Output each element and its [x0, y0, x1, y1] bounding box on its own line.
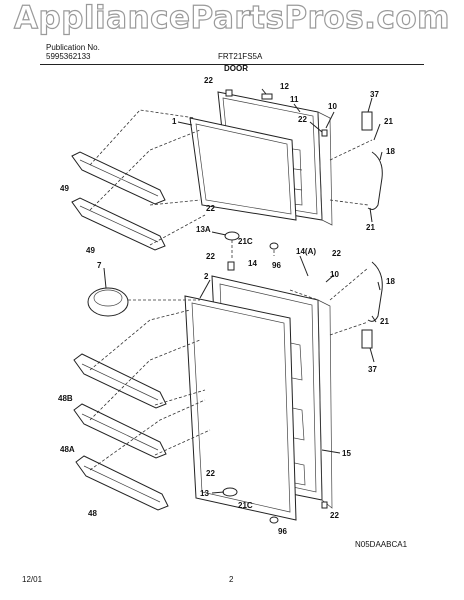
callout-48b: 48B [58, 394, 73, 403]
leader-lines [103, 88, 383, 494]
callout-11: 11 [290, 95, 299, 104]
callout-22-b: 22 [298, 115, 307, 124]
assembly-lines [89, 109, 373, 471]
callout-22-e: 22 [206, 252, 215, 261]
washer-96-upper [269, 242, 279, 250]
washer-96-lower [269, 516, 279, 524]
shelf-48b [73, 353, 167, 409]
callout-37-upper: 37 [370, 90, 379, 99]
callout-49-lower: 49 [86, 246, 95, 255]
publication-number: 5995362133 [46, 52, 91, 61]
shelf-49-upper [71, 151, 166, 205]
callout-15: 15 [342, 449, 351, 458]
callout-14a: 14(A) [296, 247, 316, 256]
publication-info: Publication No. 5995362133 [46, 43, 100, 61]
hinge-cover [261, 93, 273, 100]
callout-21c-lower: 21C [238, 501, 253, 510]
fresh-food-handle [361, 261, 383, 349]
shelf-48a [73, 403, 167, 459]
callout-7: 7 [97, 261, 102, 270]
freezer-handle [361, 111, 383, 210]
shelf-48 [75, 455, 169, 511]
callout-1: 1 [172, 117, 177, 126]
fresh-food-door-gasket [184, 295, 297, 521]
callout-21-c: 21 [380, 317, 389, 326]
callout-13a: 13A [196, 225, 211, 234]
callout-13: 13 [200, 489, 209, 498]
callout-2: 2 [204, 272, 209, 281]
hinge-pin-14 [227, 261, 235, 271]
callout-12: 12 [280, 82, 289, 91]
callout-96-upper: 96 [272, 261, 281, 270]
shelf-49-lower [71, 197, 166, 251]
callout-21-b: 21 [366, 223, 375, 232]
callout-18-lower: 18 [386, 277, 395, 286]
callout-96-lower: 96 [278, 527, 287, 536]
callout-22-f: 22 [206, 469, 215, 478]
callout-22-c: 22 [206, 204, 215, 213]
callout-22-g: 22 [330, 511, 339, 520]
hinge-pin-cap [225, 89, 233, 97]
callout-21c-upper: 21C [238, 237, 253, 246]
cam-13 [222, 487, 238, 497]
callout-22-d: 22 [332, 249, 341, 258]
door-stop-lower [321, 501, 328, 509]
footer-date: 12/01 [22, 575, 43, 584]
callout-14: 14 [248, 259, 257, 268]
header-rule [40, 64, 424, 65]
publication-label: Publication No. [46, 43, 100, 52]
freezer-door-gasket [189, 117, 297, 221]
cam-13a [224, 231, 240, 241]
callout-48: 48 [88, 509, 97, 518]
section-title: DOOR [224, 64, 248, 73]
model-number: FRT21FS5A [218, 52, 263, 61]
door-stop [321, 129, 328, 137]
callout-10-upper: 10 [328, 102, 337, 111]
page-number: 2 [229, 575, 234, 584]
callout-21-a: 21 [384, 117, 393, 126]
callout-48a: 48A [60, 445, 75, 454]
callout-18-upper: 18 [386, 147, 395, 156]
callout-10-lower: 10 [330, 270, 339, 279]
callout-22-a: 22 [204, 76, 213, 85]
egg-tray-7 [87, 287, 129, 317]
diagram-code: N05DAABCA1 [355, 540, 408, 549]
callout-49-upper: 49 [60, 184, 69, 193]
callout-37-lower: 37 [368, 365, 377, 374]
